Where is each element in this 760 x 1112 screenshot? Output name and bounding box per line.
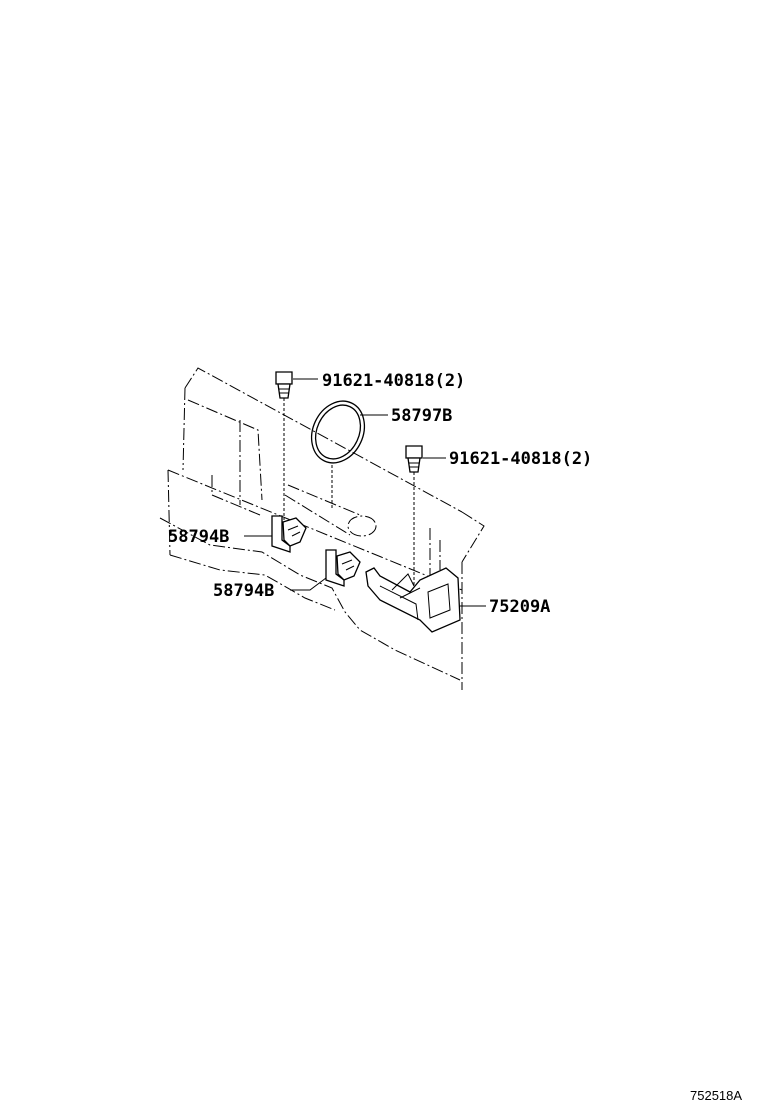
callout-bracket: 75209A bbox=[489, 597, 550, 617]
clip-upper bbox=[244, 515, 307, 553]
callout-clip-lower: 58794B bbox=[213, 581, 274, 601]
callout-bolt-right: 91621-40818(2) bbox=[449, 449, 592, 469]
reference-code: 752518A bbox=[690, 1088, 742, 1103]
callout-clamp-ring: 58797B bbox=[391, 406, 452, 426]
pipe-outline bbox=[284, 484, 377, 537]
callout-bolt-upper: 91621-40818(2) bbox=[322, 371, 465, 391]
bolt-upper bbox=[275, 371, 318, 520]
callout-clip-upper: 58794B bbox=[168, 527, 229, 547]
bolt-right bbox=[405, 445, 446, 590]
clamp-ring bbox=[310, 400, 388, 510]
bracket bbox=[365, 567, 486, 633]
body-panel-outline bbox=[159, 367, 485, 690]
clip-lower bbox=[290, 549, 361, 591]
